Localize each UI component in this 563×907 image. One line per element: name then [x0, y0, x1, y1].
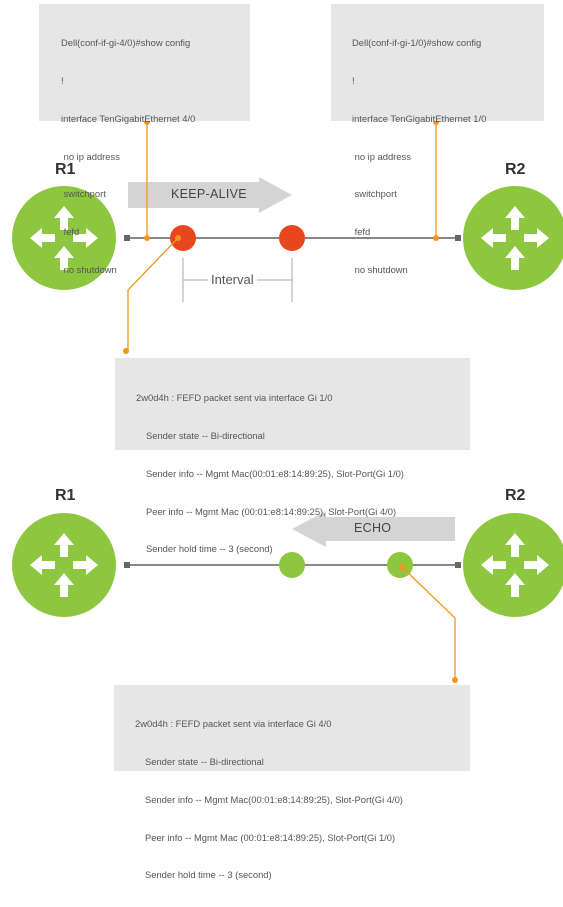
- router-label-r1: R1: [55, 487, 76, 504]
- config-line: no shutdown: [352, 263, 408, 275]
- callout-dot: [399, 564, 405, 570]
- config-line: fefd: [352, 226, 371, 238]
- config-line: !: [61, 74, 64, 86]
- router-label-r2: R2: [505, 487, 526, 504]
- top-port-right: [455, 235, 461, 241]
- config-box-r1: Dell(conf-if-gi-4/0)#show config ! inter…: [39, 4, 250, 275]
- echo-arrow: [292, 511, 455, 547]
- router-r2-bottom: [463, 513, 563, 617]
- config-line: Dell(conf-if-gi-4/0)#show config: [61, 37, 191, 49]
- router-label-r2: R2: [505, 161, 526, 178]
- router-label-r1: R1: [55, 161, 76, 178]
- log-line: Peer info -- Mgmt Mac (00:01:e8:14:89:25…: [146, 505, 397, 517]
- keepalive-packet-2: [279, 225, 305, 251]
- config-box-r2: Dell(conf-if-gi-1/0)#show config ! inter…: [331, 4, 544, 275]
- callout-keepalive-log: [127, 237, 179, 350]
- keepalive-arrow: [128, 177, 292, 213]
- log-line: Sender info -- Mgmt Mac(00:01:e8:14:89:2…: [146, 467, 404, 479]
- log-header: 2w0d4h : FEFD packet sent via interface …: [136, 392, 333, 404]
- log-line: Sender info -- Mgmt Mac(00:01:e8:14:89:2…: [145, 793, 403, 805]
- config-line: interface TenGigabitEthernet 4/0: [61, 112, 196, 124]
- echo-packet-1: [279, 552, 305, 578]
- log-header: 2w0d4h : FEFD packet sent via interface …: [135, 718, 332, 730]
- callout-dot: [175, 235, 181, 241]
- callout-echo-log: [401, 566, 456, 680]
- router-r1-top: [12, 186, 116, 290]
- fefd-diagram: Dell(conf-if-gi-4/0)#show config ! inter…: [12, 4, 563, 880]
- keepalive-label: KEEP-ALIVE: [171, 187, 247, 201]
- bottom-port-right: [455, 562, 461, 568]
- callout-dot: [144, 235, 150, 241]
- router-r1-bottom: [12, 513, 116, 617]
- config-line: switchport: [352, 188, 397, 200]
- config-line: Dell(conf-if-gi-1/0)#show config: [352, 37, 482, 49]
- interval-label: Interval: [208, 272, 257, 287]
- callout-dot: [123, 348, 129, 354]
- echo-label: ECHO: [354, 521, 392, 535]
- diagram-graphics: [12, 119, 563, 683]
- log-line: Sender hold time -- 3 (second): [145, 869, 272, 881]
- config-line: no shutdown: [61, 263, 117, 275]
- router-r2-top: [463, 186, 563, 290]
- log-line: Sender state -- Bi-directional: [146, 429, 265, 441]
- log-line: Peer info -- Mgmt Mac (00:01:e8:14:89:25…: [145, 831, 396, 843]
- config-line: switchport: [61, 188, 106, 200]
- fefd-log-top: 2w0d4h : FEFD packet sent via interface …: [115, 358, 470, 554]
- bottom-port-left: [124, 562, 130, 568]
- config-line: no ip address: [352, 150, 411, 162]
- callout-dot: [452, 677, 458, 683]
- log-line: Sender hold time -- 3 (second): [146, 543, 273, 555]
- config-line: fefd: [61, 226, 80, 238]
- config-line: interface TenGigabitEthernet 1/0: [352, 112, 487, 124]
- config-line: !: [352, 74, 355, 86]
- config-line: no ip address: [61, 150, 120, 162]
- callout-dot: [433, 235, 439, 241]
- log-line: Sender state -- Bi-directional: [145, 755, 264, 767]
- keepalive-packet-1: [170, 225, 196, 251]
- top-port-left: [124, 235, 130, 241]
- fefd-log-bottom: 2w0d4h : FEFD packet sent via interface …: [114, 685, 470, 880]
